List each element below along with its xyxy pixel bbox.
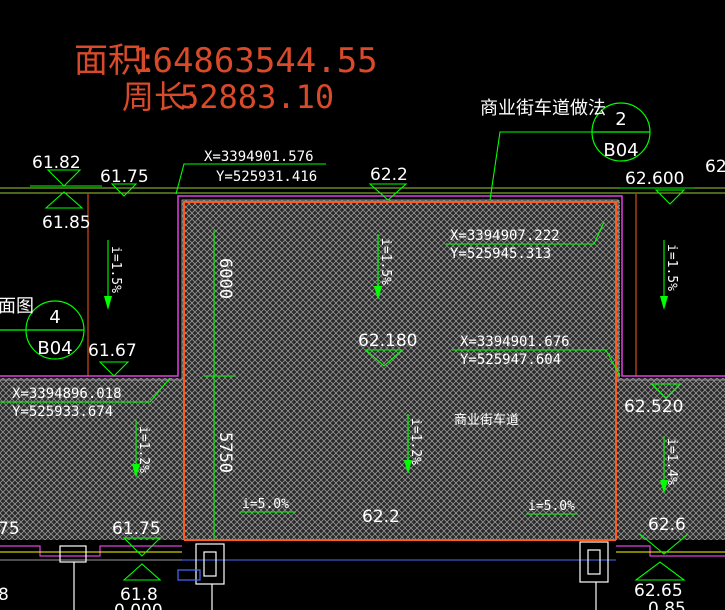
elevation-label: 62.2 [362, 507, 400, 527]
section-callout-sheet: B04 [37, 338, 72, 359]
elevation-labels: 61.82 61.75 61.85 62.2 62.600 62 61.67 6… [0, 153, 725, 610]
slope-label: i=1.2% [408, 418, 423, 465]
slope-label: i=1.2% [136, 426, 151, 473]
coordinate-labels: X=3394901.576 Y=525931.416 X=3394907.222… [12, 149, 570, 420]
section-callout-4-b04[interactable]: 4 B04 [0, 300, 85, 360]
dimension-label: 6000 [215, 258, 235, 299]
coordinate-label: X=3394907.222 [450, 228, 560, 244]
dimension-labels: 6000 5750 [215, 258, 235, 473]
elevation-label: 62.6 [648, 515, 686, 535]
elevation-label: 61.75 [112, 519, 161, 539]
coordinate-label: Y=525947.604 [460, 352, 561, 368]
elevation-label: 62 [705, 157, 725, 177]
coordinate-label: X=3394896.018 [12, 386, 122, 402]
elevation-label: 62.600 [625, 169, 684, 189]
dimension-label: 5750 [215, 432, 235, 473]
road-center-label: 商业街车道 [454, 412, 519, 428]
slope-label: i=5.0% [528, 499, 575, 514]
elevation-label: 62.2 [370, 165, 408, 185]
slope-labels: i=1.5% i=1.5% i=1.5% i=1.2% i=1.2% i=1.4… [108, 238, 679, 514]
perimeter-label: 周长: [122, 78, 197, 116]
area-value: 164863544.55 [132, 41, 378, 81]
elevation-label: 0.000 [114, 601, 163, 610]
road-hatch-left [0, 378, 182, 540]
coordinate-label: Y=525933.674 [12, 404, 113, 420]
elevation-label: 8 [0, 585, 9, 605]
elevation-label: 62.180 [358, 331, 417, 351]
perimeter-value: 52883.10 [180, 78, 334, 116]
slope-label: i=1.4% [664, 438, 679, 485]
slope-arrows [104, 286, 668, 494]
coordinate-label: Y=525931.416 [216, 169, 317, 185]
boundary-lines [0, 187, 725, 561]
elevation-label: 62.65 [634, 581, 683, 601]
elevation-label: 61.85 [42, 213, 91, 233]
road-hatch-right [620, 378, 725, 540]
elevation-markers [30, 169, 694, 581]
elevation-label: 62.520 [624, 397, 683, 417]
slope-label: i=1.5% [108, 246, 123, 293]
detail-title: 商业街车道做法 [480, 98, 606, 119]
detail-callout-number: 2 [615, 109, 626, 130]
elevation-label: 61.67 [88, 341, 137, 361]
coordinate-label: Y=525945.313 [450, 246, 551, 262]
drain-details [59, 541, 609, 610]
elevation-label: 61.8 [120, 585, 158, 605]
elevation-label: 61.75 [100, 167, 149, 187]
road-hatch-main [182, 200, 620, 540]
elevation-label: 61.82 [32, 153, 81, 173]
coordinate-label: X=3394901.576 [204, 149, 314, 165]
detail-callout-2-b04[interactable]: 2 B04 [591, 102, 651, 162]
section-title: 面图 [0, 296, 34, 317]
section-callout-number: 4 [49, 307, 60, 328]
slope-label: i=1.5% [378, 238, 393, 285]
detail-callout-sheet: B04 [603, 140, 638, 161]
slope-label: i=5.0% [242, 497, 289, 512]
area-label: 面积: [74, 41, 153, 81]
coordinate-label: X=3394901.676 [460, 334, 570, 350]
elevation-label: 0.85 [648, 599, 686, 610]
elevation-label: 75 [0, 519, 20, 539]
slope-label: i=1.5% [664, 244, 679, 291]
